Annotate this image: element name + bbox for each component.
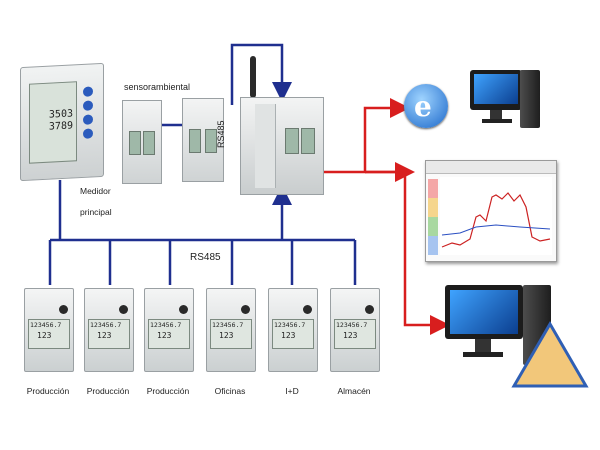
zone-meter-reading: 123456.7 — [212, 321, 244, 329]
rs485-bus-label: RS485 — [190, 252, 221, 263]
antenna-icon — [250, 56, 256, 98]
zone-meter-subreading: 123 — [219, 331, 234, 340]
main-meter-label-1: Medidor — [80, 186, 111, 196]
zone-meter-subreading: 123 — [281, 331, 296, 340]
zone-meter: 123456.7 123 — [144, 288, 194, 372]
zone-meter-screen: 123456.7 123 — [210, 319, 252, 349]
zone-meter-label: Producción — [26, 386, 70, 396]
zone-meter-screen: 123456.7 123 — [28, 319, 70, 349]
zone-meter-screen: 123456.7 123 — [148, 319, 190, 349]
zone-meter: 123456.7 123 — [330, 288, 380, 372]
window-sidebar-left — [428, 179, 438, 255]
sensor-module-left — [122, 100, 162, 184]
zone-meter: 123456.7 123 — [24, 288, 74, 372]
desktop-computer-icon-top — [470, 70, 540, 142]
software-chart-window[interactable] — [425, 160, 557, 262]
zone-meter: 123456.7 123 — [206, 288, 256, 372]
zone-meter-subreading: 123 — [343, 331, 358, 340]
sensor-module-right — [182, 98, 224, 182]
zone-meter-screen: 123456.7 123 — [88, 319, 130, 349]
desktop-computer-icon-bottom — [445, 285, 555, 375]
zone-meter: 123456.7 123 — [268, 288, 318, 372]
zone-meter-label: Almacén — [337, 386, 371, 396]
zone-meter-label: Producción — [146, 386, 190, 396]
zone-meter-reading: 123456.7 — [274, 321, 306, 329]
zone-meter-reading: 123456.7 — [150, 321, 182, 329]
window-toolbar — [426, 161, 556, 174]
zone-meter-subreading: 123 — [157, 331, 172, 340]
window-line-chart — [440, 177, 552, 255]
rs485-vertical-label: RS485 — [216, 120, 226, 148]
data-line-web — [320, 98, 410, 174]
data-line-pc — [365, 170, 450, 335]
zone-meter-screen: 123456.7 123 — [334, 319, 376, 349]
zone-meter-reading: 123456.7 — [336, 321, 368, 329]
zone-meter-knob-icon — [179, 305, 188, 314]
zone-meter-reading: 123456.7 — [30, 321, 62, 329]
zone-meter-knob-icon — [365, 305, 374, 314]
zone-meter-reading: 123456.7 — [90, 321, 122, 329]
zone-meter-knob-icon — [241, 305, 250, 314]
zone-meter-screen: 123456.7 123 — [272, 319, 314, 349]
main-meter-screen: 3503 3789 — [29, 81, 77, 164]
zone-meter-label: I+D — [285, 386, 299, 396]
rs485-gateway — [240, 97, 324, 195]
zone-meter-label: Oficinas — [214, 386, 246, 396]
zone-meter-knob-icon — [303, 305, 312, 314]
zone-meter: 123456.7 123 — [84, 288, 134, 372]
zone-meter-subreading: 123 — [97, 331, 112, 340]
warning-triangle-icon — [511, 321, 589, 388]
main-meter-label-2: principal — [80, 207, 112, 217]
main-meter-buttons — [83, 86, 95, 155]
zone-meter-subreading: 123 — [37, 331, 52, 340]
sensor-label: sensorambiental — [124, 82, 191, 92]
zone-meter-label: Producción — [86, 386, 130, 396]
zone-meter-knob-icon — [59, 305, 68, 314]
main-meter-reading-2: 3789 — [48, 120, 73, 133]
main-meter: 3503 3789 — [20, 62, 104, 182]
internet-explorer-icon[interactable]: e — [404, 84, 448, 128]
bus-top-loop — [230, 43, 292, 105]
zone-meter-knob-icon — [119, 305, 128, 314]
